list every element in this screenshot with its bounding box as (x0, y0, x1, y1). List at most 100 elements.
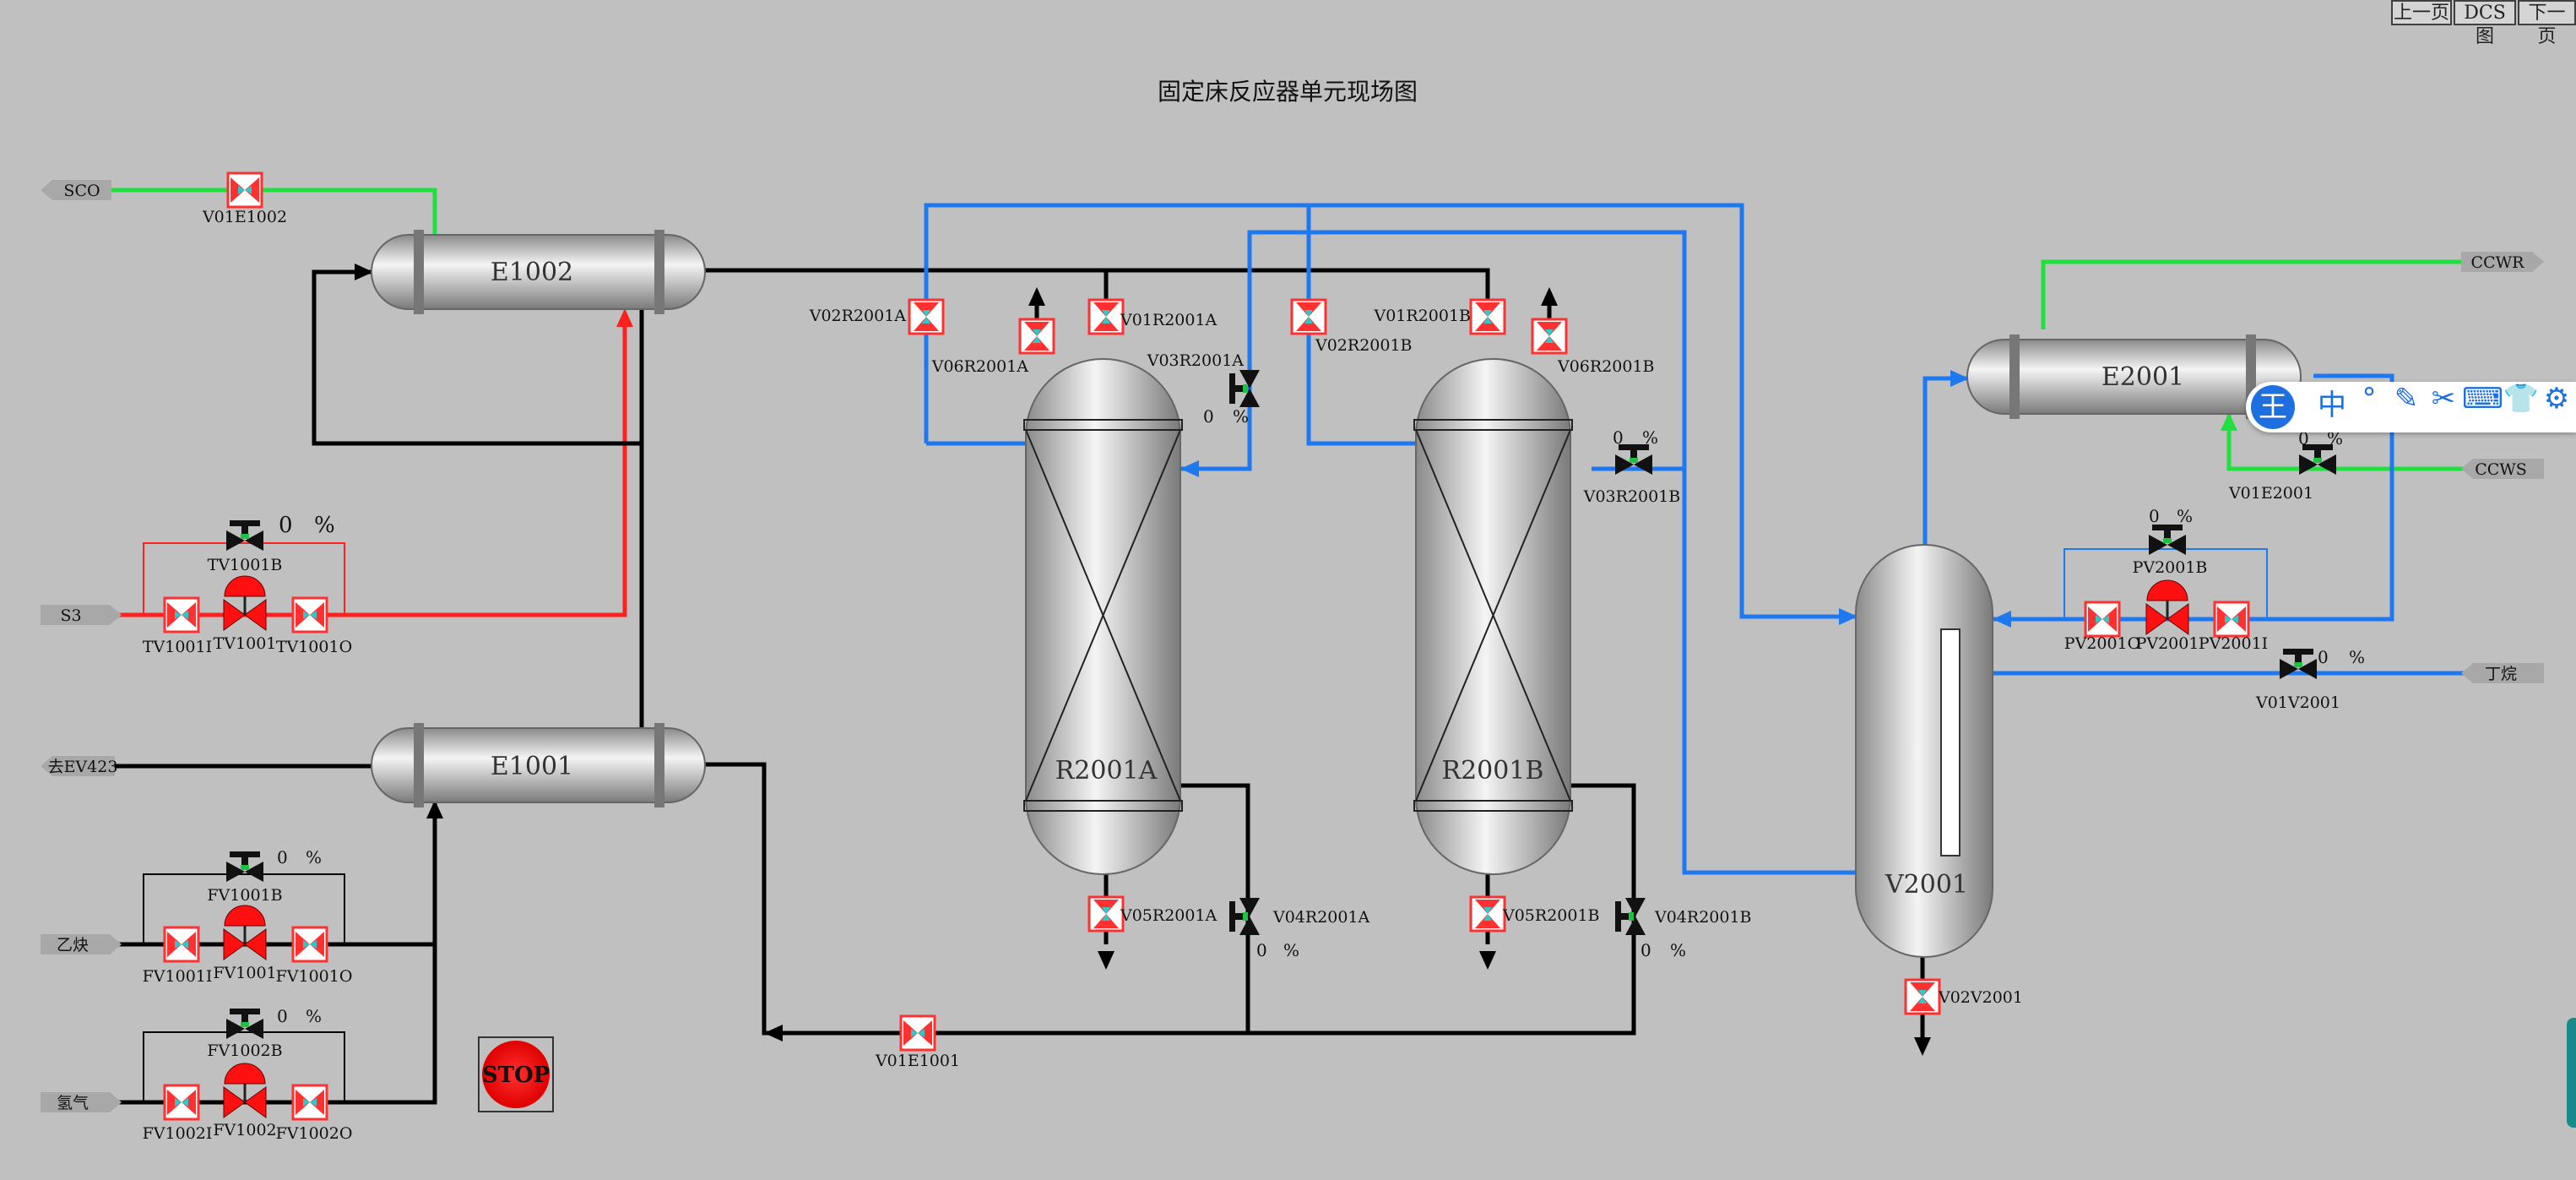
gate-valve-fv1002i[interactable] (163, 1084, 200, 1121)
control-valve-tv1001[interactable] (223, 575, 267, 631)
control-valves[interactable] (223, 575, 2189, 1118)
gate-valve-v01e1002[interactable] (226, 171, 263, 209)
label-v05r2001a: V05R2001A (1120, 906, 1217, 925)
stop-button[interactable]: STOP (478, 1036, 554, 1112)
opening-readouts: 0 % 0 % 0 % 0 % 0 % 0 % 0 % 0 % 0 % 0 % (277, 406, 2365, 1026)
control-valve-pv2001[interactable] (2145, 579, 2189, 635)
fv1001b-value: 0 (277, 847, 288, 867)
gate-valves[interactable] (163, 171, 2250, 1121)
v03r2001a-unit: % (1233, 406, 1249, 427)
label-v01e2001: V01E2001 (2228, 484, 2313, 503)
vessel-v2001[interactable]: V2001 (1855, 544, 1993, 958)
v2001-label: V2001 (1885, 870, 1968, 900)
gate-valve-v06r2001a[interactable] (1018, 318, 1055, 355)
gate-valve-v01e1001[interactable] (899, 1014, 936, 1052)
hand-valve-v01e2001[interactable] (2299, 444, 2336, 475)
gate-valve-tv1001i[interactable] (163, 596, 200, 634)
label-v06r2001a: V06R2001A (931, 357, 1029, 376)
hand-valve-v03r2001a[interactable] (1229, 370, 1260, 407)
label-fv1002i: FV1002I (143, 1124, 213, 1143)
gate-valve-v05r2001a[interactable] (1087, 895, 1125, 933)
ime-settings-icon[interactable]: ⚙ (2543, 382, 2570, 416)
ime-keyboard-icon[interactable]: ⌨ (2462, 382, 2504, 416)
control-valve-fv1001[interactable] (223, 905, 267, 960)
gate-valve-v02v2001[interactable] (1904, 978, 1941, 1015)
pv2001b-value: 0 (2149, 506, 2160, 526)
gate-valve-v06r2001b[interactable] (1531, 318, 1568, 355)
side-panel-tab[interactable] (2567, 1018, 2576, 1128)
prev-page-button[interactable]: 上一页 (2391, 0, 2452, 25)
label-v02r2001a: V02R2001A (809, 307, 907, 325)
v01v2001-unit: % (2349, 647, 2365, 667)
ime-logo-icon[interactable]: 王 (2251, 385, 2295, 429)
sco-tag (41, 180, 111, 200)
gate-valve-fv1001o[interactable] (291, 926, 328, 963)
page-title: 固定床反应器单元现场图 (1158, 78, 1418, 106)
label-pv2001: PV2001 (2136, 634, 2199, 653)
hand-valve-v04r2001b[interactable] (1615, 898, 1646, 935)
label-v02r2001b: V02R2001B (1315, 336, 1413, 355)
r2001b-label: R2001B (1442, 756, 1544, 786)
stop-label: STOP (482, 1063, 550, 1088)
label-fv1001b: FV1001B (207, 886, 282, 905)
gate-valve-fv1001i[interactable] (163, 926, 200, 963)
label-v01e1002: V01E1002 (202, 208, 287, 226)
flow-arrows (355, 264, 2237, 1056)
gate-valve-pv2001i[interactable] (2213, 601, 2250, 638)
label-fv1001: FV1001 (213, 964, 276, 982)
gate-valve-v02r2001a[interactable] (908, 298, 945, 335)
valve-labels: V01E1002 TV1001B TV1001I TV1001 TV1001O … (143, 208, 2340, 1143)
v03r2001b-unit: % (1642, 427, 1658, 448)
ev423-label: 去EV423 (48, 758, 118, 776)
heat-exchanger-e2001[interactable]: E2001 (1966, 334, 2302, 419)
acetylene-tag (41, 934, 122, 954)
label-v04r2001b: V04R2001B (1654, 908, 1752, 927)
gate-valve-v05r2001b[interactable] (1469, 895, 1506, 933)
v04r2001b-unit: % (1670, 940, 1686, 960)
label-pv2001i: PV2001I (2199, 634, 2268, 653)
fv1002b-value: 0 (277, 1006, 288, 1026)
gate-valve-fv1002o[interactable] (291, 1084, 328, 1121)
ime-skin-icon[interactable]: 👕 (2503, 382, 2540, 416)
hand-valve-pv2001b[interactable] (2149, 525, 2186, 555)
hand-valve-v04r2001a[interactable] (1229, 898, 1260, 935)
hand-valves[interactable] (226, 370, 2336, 1039)
gate-valve-pv2001o[interactable] (2084, 601, 2121, 638)
label-fv1001i: FV1001I (143, 967, 213, 986)
heat-exchanger-e1002[interactable]: E1002 (371, 230, 706, 314)
s3-label: S3 (60, 606, 81, 625)
ime-scissors-icon[interactable]: ✂ (2431, 382, 2456, 416)
gate-valve-v01r2001a[interactable] (1087, 298, 1125, 335)
label-fv1002b: FV1002B (207, 1041, 282, 1060)
heat-exchanger-e1001[interactable]: E1001 (371, 723, 706, 808)
gate-valve-v01r2001b[interactable] (1469, 298, 1506, 335)
hand-valve-fv1001b[interactable] (226, 851, 263, 882)
control-valve-fv1002[interactable] (223, 1063, 267, 1118)
dcs-view-button[interactable]: DCS图 (2454, 0, 2516, 47)
gate-valve-tv1001o[interactable] (291, 596, 328, 634)
reactor-r2001a[interactable]: R2001A (1023, 358, 1183, 875)
reactor-r2001b[interactable]: R2001B (1413, 358, 1573, 875)
ime-toolbar: 王 中 ° ✎ ✂ ⌨ 👕 ⚙ (2246, 382, 2576, 432)
ime-chinese-mode-icon[interactable]: 中 (2318, 389, 2346, 422)
pv2001b-unit: % (2177, 506, 2193, 526)
gate-valve-v02r2001b[interactable] (1290, 298, 1327, 335)
ccws-label: CCWS (2475, 460, 2527, 479)
pipes (110, 188, 2465, 1105)
label-fv1001o: FV1001O (276, 967, 353, 986)
label-pv2001o: PV2001O (2064, 634, 2140, 653)
ime-punctuation-icon[interactable]: ° (2362, 382, 2377, 416)
hand-valve-fv1002b[interactable] (226, 1009, 263, 1039)
ime-handwrite-icon[interactable]: ✎ (2394, 382, 2419, 416)
e1001-label: E1001 (491, 752, 573, 781)
hand-valve-v03r2001b[interactable] (1615, 444, 1652, 475)
hand-valve-tv1001b[interactable] (226, 520, 263, 551)
ccwr-tag (2461, 252, 2544, 272)
label-v02v2001: V02V2001 (1938, 988, 2023, 1007)
fv1002b-unit: % (306, 1006, 322, 1026)
v2001-level-gauge (1940, 628, 1960, 856)
hand-valve-v01v2001[interactable] (2280, 649, 2317, 679)
tv1001b-unit: % (314, 513, 335, 538)
next-page-button[interactable]: 下一页 (2518, 0, 2576, 47)
ccwr-label: CCWR (2471, 253, 2525, 272)
